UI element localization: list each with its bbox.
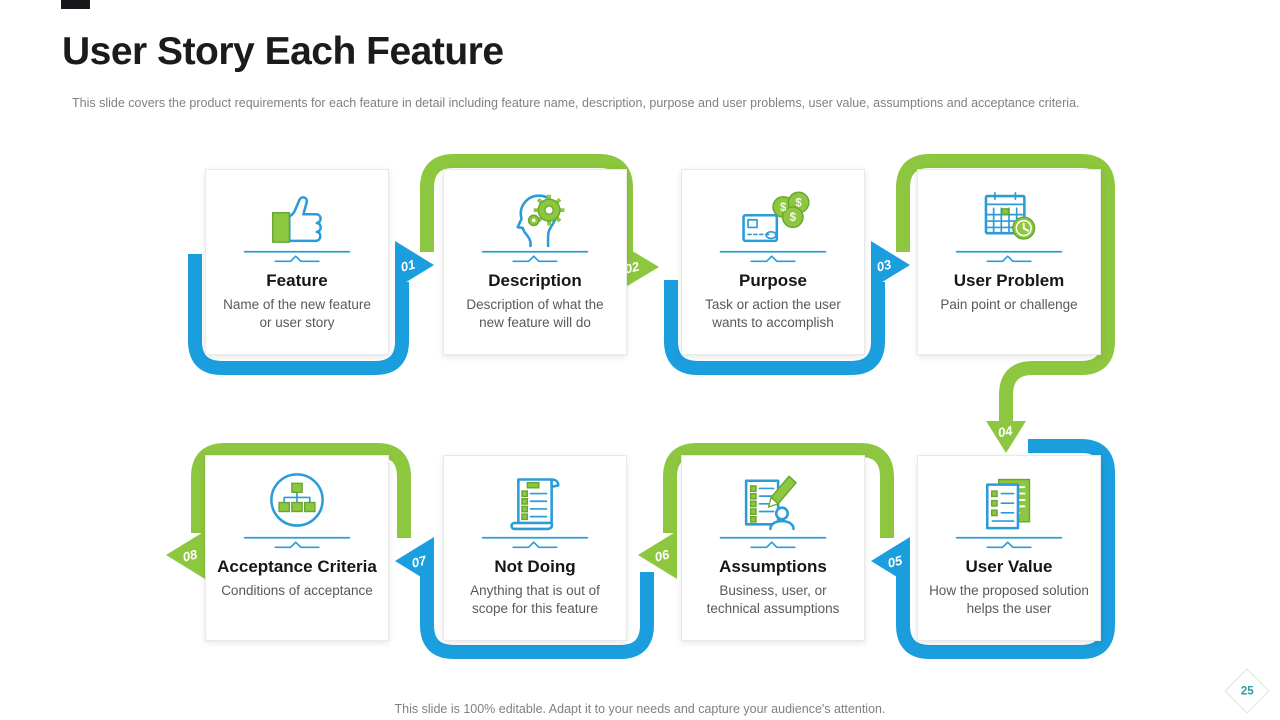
arrow-left-icon [166, 531, 205, 579]
step-label: 01 [399, 257, 417, 275]
arrow-step-05: 05 [871, 537, 910, 585]
arrow-down-icon [986, 421, 1026, 453]
card-description: Anything that is out of scope for this f… [470, 583, 600, 617]
arrow-step-03: 03 [871, 241, 910, 289]
step-label: 02 [623, 258, 641, 276]
slide-title: User Story Each Feature [62, 30, 504, 73]
ribbon-green-assumptions [663, 443, 894, 538]
card-description: Business, user, or technical assumptions [706, 583, 840, 617]
card-title: User Problem [953, 271, 1065, 290]
card-title: User Value [965, 557, 1053, 576]
ribbon-green-acceptance [191, 443, 411, 538]
arrow-right-icon [871, 241, 910, 289]
slide-subtitle: This slide covers the product requiremen… [72, 96, 1080, 110]
thumbs-up-icon [233, 178, 361, 273]
arrow-step-07: 07 [395, 537, 434, 585]
hierarchy-circle-icon [233, 464, 361, 559]
card-description: Description of what the new feature will… [466, 297, 604, 331]
card-title: Purpose [738, 271, 808, 290]
card-description: Conditions of acceptance [221, 583, 373, 598]
arrow-left-icon [871, 537, 910, 585]
card-purpose: $ $ $ Purpose Task or action the user wa… [681, 169, 865, 355]
card-not-doing: Not Doing Anything that is out of scope … [443, 455, 627, 641]
calendar-clock-icon [945, 178, 1073, 273]
step-label: 03 [875, 256, 893, 274]
card-description: Task or action the user wants to accompl… [705, 297, 841, 331]
arrow-right-icon [395, 241, 434, 289]
head-gears-icon [471, 178, 599, 273]
arrow-step-02: 02 [619, 243, 659, 291]
scroll-list-icon [471, 464, 599, 559]
ribbon-green-user-problem [896, 154, 1115, 423]
footer-note: This slide is 100% editable. Adapt it to… [394, 702, 886, 716]
arrow-right-icon [619, 243, 659, 291]
ribbon-blue-feature [188, 254, 409, 375]
card-title: Feature [266, 271, 328, 290]
ribbon-blue-not-doing [420, 560, 654, 659]
card-title: Acceptance Criteria [217, 557, 377, 576]
step-label: 08 [181, 546, 199, 564]
arrow-step-04: 04 [986, 421, 1026, 453]
svg-text:$: $ [780, 202, 787, 214]
card-title: Description [488, 271, 582, 290]
card-description: How the proposed solution helps the user [929, 583, 1089, 617]
card-title: Assumptions [719, 557, 827, 576]
card-acceptance-criteria: Acceptance Criteria Conditions of accept… [205, 455, 389, 641]
card-description: Name of the new feature or user story [223, 297, 371, 331]
arrow-step-01: 01 [395, 241, 434, 289]
step-label: 07 [410, 552, 428, 570]
arrow-step-06: 06 [638, 531, 677, 579]
svg-text:$: $ [795, 197, 802, 209]
documents-checklist-icon [945, 464, 1073, 559]
card-description: Pain point or challenge [940, 297, 1078, 312]
ribbon-blue-user-value [896, 439, 1115, 659]
card-assumptions: Assumptions Business, user, or technical… [681, 455, 865, 641]
arrow-left-icon [395, 537, 434, 585]
step-label: 05 [886, 552, 904, 570]
arrow-left-icon [638, 531, 677, 579]
step-label: 06 [653, 546, 671, 564]
step-label: 04 [997, 423, 1015, 440]
top-left-mark [61, 0, 90, 9]
ribbon-blue-purpose [664, 280, 885, 375]
card-feature: Feature Name of the new feature or user … [205, 169, 389, 355]
card-user-value: User Value How the proposed solution hel… [917, 455, 1101, 641]
clipboard-pencil-person-icon [709, 464, 837, 559]
arrow-step-08: 08 [166, 531, 205, 579]
card-user-problem: User Problem Pain point or challenge [917, 169, 1101, 355]
svg-text:$: $ [790, 212, 797, 224]
card-title: Not Doing [494, 557, 576, 576]
money-coins-icon: $ $ $ [709, 178, 837, 273]
card-description: Description Description of what the new … [443, 169, 627, 355]
